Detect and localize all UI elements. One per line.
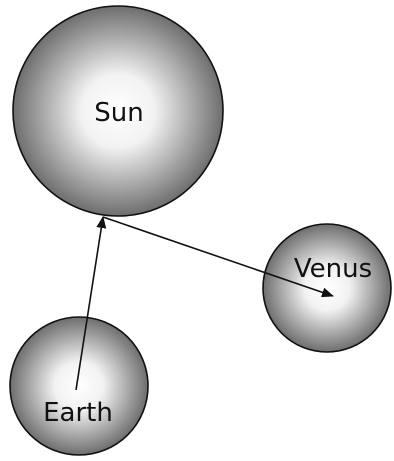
earth-label: Earth xyxy=(43,398,113,428)
sun-body: Sun xyxy=(12,5,224,217)
earth-to-sun-arrow xyxy=(75,216,107,391)
sun-to-venus-arrow xyxy=(102,216,334,298)
earth-circle xyxy=(9,316,149,456)
venus-body: Venus xyxy=(262,223,392,353)
venus-circle xyxy=(262,223,392,353)
earth-body: Earth xyxy=(9,316,149,456)
sun-circle xyxy=(12,5,224,217)
sun-label: Sun xyxy=(94,98,143,128)
venus-label: Venus xyxy=(294,254,372,284)
